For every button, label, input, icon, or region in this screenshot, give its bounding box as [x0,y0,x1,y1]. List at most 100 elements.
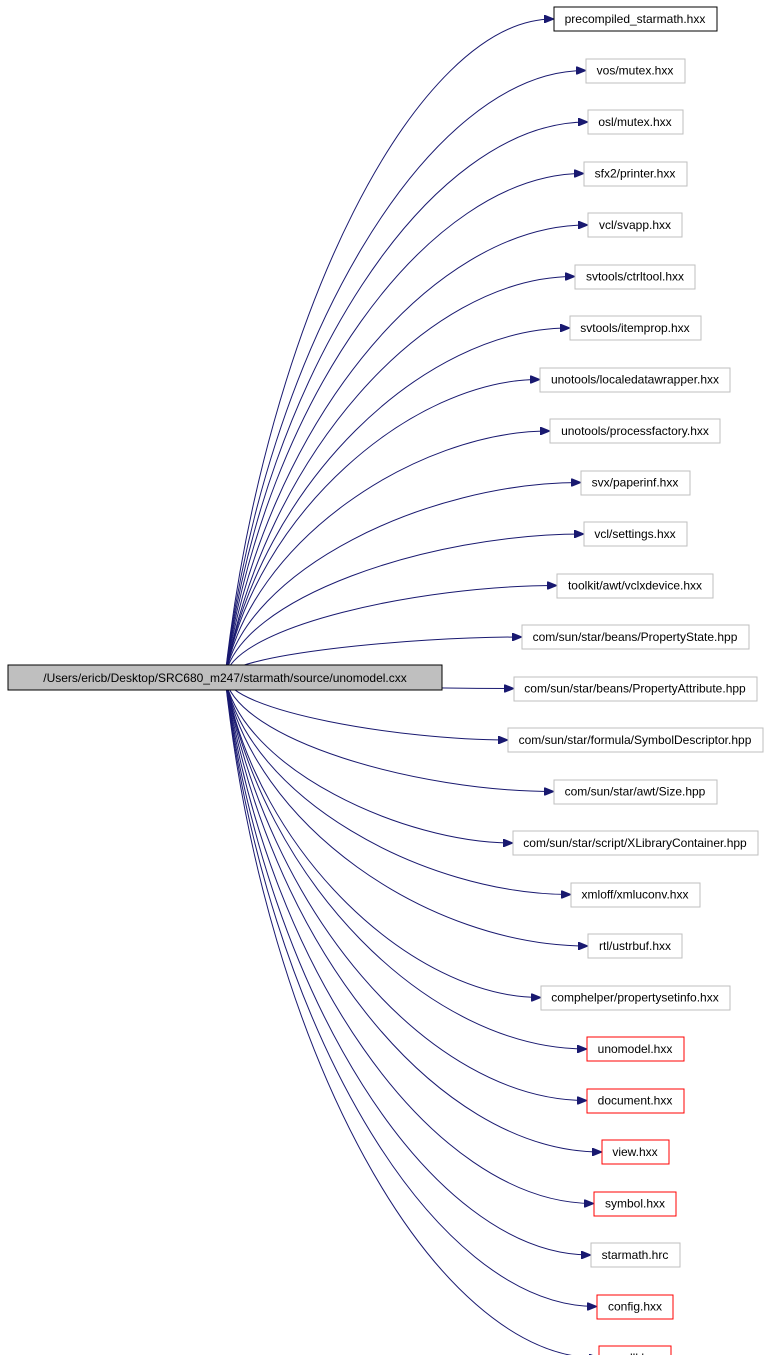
target-node-label[interactable]: vcl/svapp.hxx [599,218,671,232]
source-node-label[interactable]: /Users/ericb/Desktop/SRC680_m247/starmat… [43,671,407,685]
target-node-label[interactable]: sfx2/printer.hxx [595,167,676,181]
target-node-label[interactable]: xmloff/xmluconv.hxx [582,888,689,902]
target-node-box[interactable] [512,830,759,856]
target-node-label[interactable]: comphelper/propertysetinfo.hxx [551,991,718,1005]
target-node[interactable]: com/sun/star/beans/PropertyState.hpp [521,624,750,650]
target-node-label[interactable]: unotools/processfactory.hxx [561,424,709,438]
target-node-label[interactable]: document.hxx [598,1094,673,1108]
dependency-edge [224,676,590,1255]
target-node-box[interactable] [521,624,750,650]
dependency-edge [224,676,601,1152]
target-node[interactable]: precompiled_starmath.hxx [553,6,718,32]
target-node-box[interactable] [601,1139,670,1165]
target-node-box[interactable] [587,212,683,238]
source-node-box[interactable] [7,664,443,691]
target-node[interactable]: com/sun/star/beans/PropertyAttribute.hpp [513,676,758,702]
dependency-edge [224,676,570,895]
source-node[interactable]: /Users/ericb/Desktop/SRC680_m247/starmat… [7,664,443,691]
dependency-edge [224,676,586,1101]
target-node[interactable]: svx/paperinf.hxx [580,470,691,496]
target-node-label[interactable]: svtools/itemprop.hxx [580,321,689,335]
target-node[interactable]: view.hxx [601,1139,670,1165]
target-node-box[interactable] [583,521,688,547]
target-node-box[interactable] [569,315,702,341]
target-node[interactable]: document.hxx [586,1088,685,1114]
target-node-box[interactable] [513,676,758,702]
target-node-label[interactable]: com/sun/star/script/XLibraryContainer.hp… [523,836,747,850]
target-node-label[interactable]: view.hxx [612,1145,657,1159]
target-node-box[interactable] [539,367,731,393]
target-node-label[interactable]: unomodel.hxx [598,1042,673,1056]
target-node[interactable]: svtools/ctrltool.hxx [574,264,696,290]
target-node-label[interactable]: precompiled_starmath.hxx [565,12,706,26]
target-node-label[interactable]: com/sun/star/formula/SymbolDescriptor.hp… [519,733,752,747]
target-node-label[interactable]: starmath.hrc [602,1248,669,1262]
target-node-box[interactable] [587,109,684,135]
target-node[interactable]: unotools/localedatawrapper.hxx [539,367,731,393]
target-node-label[interactable]: svx/paperinf.hxx [592,476,679,490]
target-node[interactable]: com/sun/star/formula/SymbolDescriptor.hp… [507,727,764,753]
target-node-label[interactable]: vos/mutex.hxx [597,64,674,78]
target-node-box[interactable] [593,1191,677,1217]
target-node-label[interactable]: toolkit/awt/vclxdevice.hxx [568,579,702,593]
target-node-box[interactable] [570,882,701,908]
dependency-edge [224,328,569,678]
target-node-label[interactable]: symbol.hxx [605,1197,665,1211]
target-node-box[interactable] [553,6,718,32]
target-node[interactable]: xmloff/xmluconv.hxx [570,882,701,908]
target-node[interactable]: rtl/ustrbuf.hxx [587,933,683,959]
target-node-label[interactable]: vcl/settings.hxx [594,527,675,541]
target-node-label[interactable]: rtl/ustrbuf.hxx [599,939,671,953]
target-node-box[interactable] [574,264,696,290]
target-node-box[interactable] [507,727,764,753]
dependency-edge [224,225,587,678]
target-node-label[interactable]: config.hxx [608,1300,662,1314]
target-node[interactable]: sfx2/printer.hxx [583,161,688,187]
target-node-box[interactable] [549,418,721,444]
target-node-label[interactable]: com/sun/star/beans/PropertyAttribute.hpp [524,682,746,696]
target-node[interactable]: com/sun/star/script/XLibraryContainer.hp… [512,830,759,856]
target-node[interactable]: unomodel.hxx [586,1036,685,1062]
dependency-edge [224,174,583,678]
target-node[interactable]: starmath.hrc [590,1242,681,1268]
target-node[interactable]: symbol.hxx [593,1191,677,1217]
target-node[interactable]: toolkit/awt/vclxdevice.hxx [556,573,714,599]
dependency-edge [224,431,549,678]
target-node-box[interactable] [586,1088,685,1114]
target-node-box[interactable] [587,933,683,959]
target-node-box[interactable] [583,161,688,187]
target-node-label[interactable]: osl/mutex.hxx [598,115,671,129]
dependency-edge [224,19,553,678]
target-node-label[interactable]: unotools/localedatawrapper.hxx [551,373,719,387]
target-node-box[interactable] [598,1345,672,1355]
target-node[interactable]: svtools/itemprop.hxx [569,315,702,341]
target-node[interactable]: comphelper/propertysetinfo.hxx [540,985,731,1011]
target-node-box[interactable] [556,573,714,599]
target-node[interactable]: vcl/svapp.hxx [587,212,683,238]
dependency-edge [224,676,553,792]
target-node[interactable]: config.hxx [596,1294,674,1320]
target-node-box[interactable] [585,58,686,84]
dependency-edge [224,676,540,998]
target-node-box[interactable] [590,1242,681,1268]
target-node[interactable]: unotools/processfactory.hxx [549,418,721,444]
dependency-edge [224,122,587,678]
dependency-edge [224,676,593,1204]
target-node-box[interactable] [580,470,691,496]
target-node-box[interactable] [586,1036,685,1062]
dependency-edge [224,586,556,678]
target-node-box[interactable] [553,779,718,805]
target-node-label[interactable]: svtools/ctrltool.hxx [586,270,684,284]
target-node[interactable]: smdll.hxx [598,1345,672,1355]
target-node-label[interactable]: com/sun/star/awt/Size.hpp [565,785,706,799]
target-node-label[interactable]: smdll.hxx [610,1351,660,1355]
dependency-edge [224,483,580,678]
target-node-box[interactable] [596,1294,674,1320]
target-node-label[interactable]: com/sun/star/beans/PropertyState.hpp [533,630,738,644]
target-node[interactable]: com/sun/star/awt/Size.hpp [553,779,718,805]
target-node[interactable]: vos/mutex.hxx [585,58,686,84]
target-node[interactable]: osl/mutex.hxx [587,109,684,135]
target-node[interactable]: vcl/settings.hxx [583,521,688,547]
target-node-box[interactable] [540,985,731,1011]
dependency-edge [224,380,539,678]
